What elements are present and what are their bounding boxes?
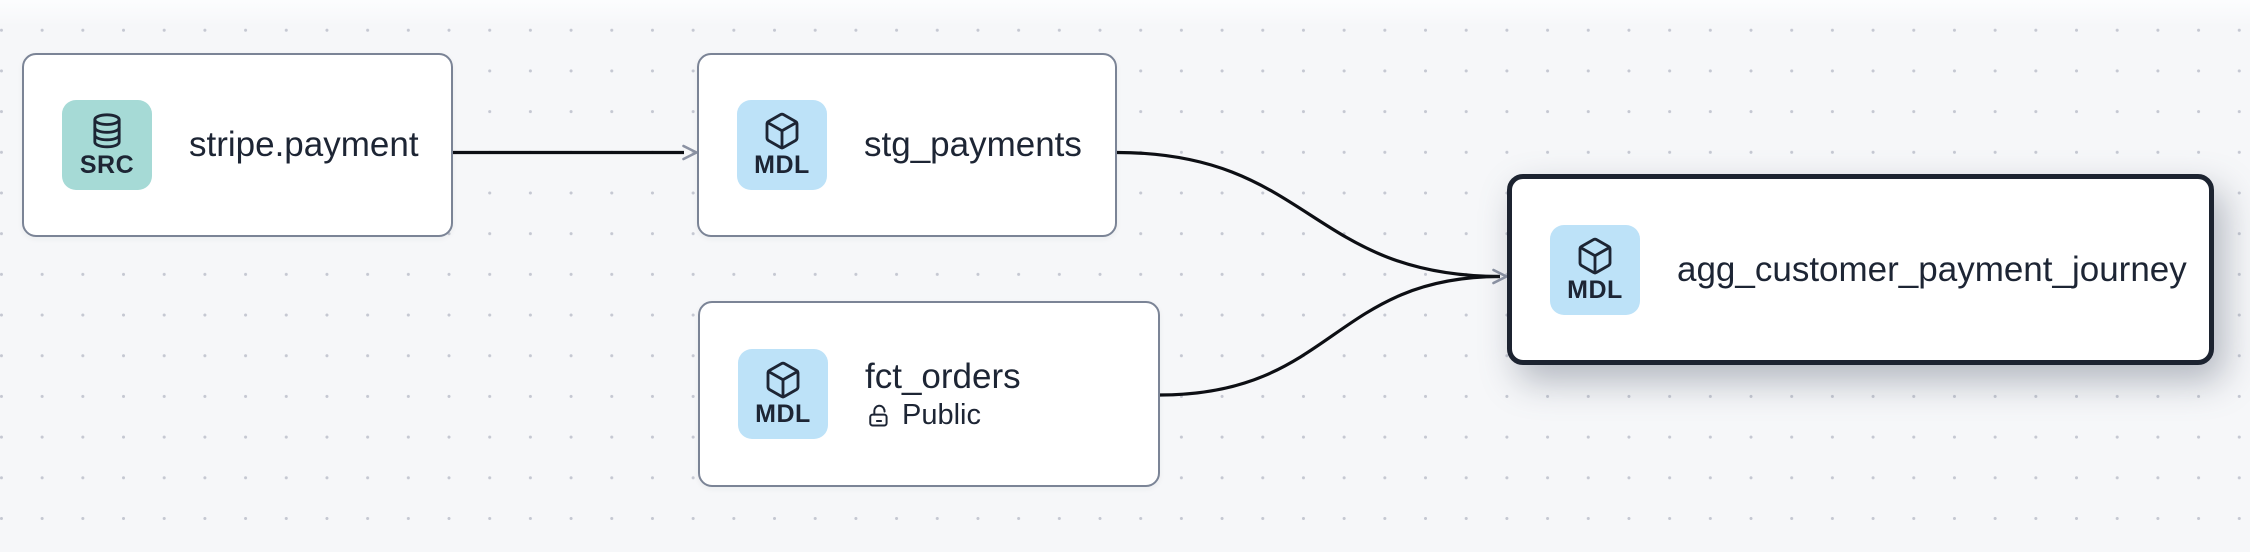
lock-open-icon: [869, 404, 888, 427]
arrowhead-icon: [1492, 268, 1508, 285]
node-stg-payments[interactable]: MDL stg_payments: [697, 53, 1117, 237]
source-type-badge: SRC: [62, 100, 152, 190]
cube-icon: [765, 112, 799, 150]
node-title: agg_customer_payment_journey: [1677, 249, 2187, 289]
node-agg-customer-payment-journey[interactable]: MDL agg_customer_payment_journey: [1507, 174, 2214, 365]
node-stripe-payment[interactable]: SRC stripe.payment: [22, 53, 453, 237]
edge-fct-orders-to-agg[interactable]: [1159, 274, 1501, 397]
cube-icon: [766, 361, 800, 399]
badge-type-label: MDL: [754, 151, 810, 179]
badge-type-label: SRC: [79, 151, 135, 179]
node-title: stripe.payment: [189, 125, 419, 165]
access-level-label: Public: [902, 399, 981, 432]
model-type-badge: MDL: [738, 349, 828, 439]
badge-type-label: MDL: [1567, 275, 1623, 304]
database-icon: [93, 113, 121, 149]
badge-type-label: MDL: [755, 400, 811, 428]
edge-stg-payments-to-agg[interactable]: [1116, 150, 1501, 279]
arrowhead-icon: [682, 144, 698, 161]
node-title: stg_payments: [864, 125, 1082, 165]
node-fct-orders[interactable]: MDL fct_orders Public: [698, 301, 1160, 487]
model-type-badge: MDL: [737, 100, 827, 190]
cube-icon: [1578, 237, 1612, 274]
model-type-badge: MDL: [1550, 224, 1640, 315]
node-title: fct_orders: [865, 356, 1021, 396]
